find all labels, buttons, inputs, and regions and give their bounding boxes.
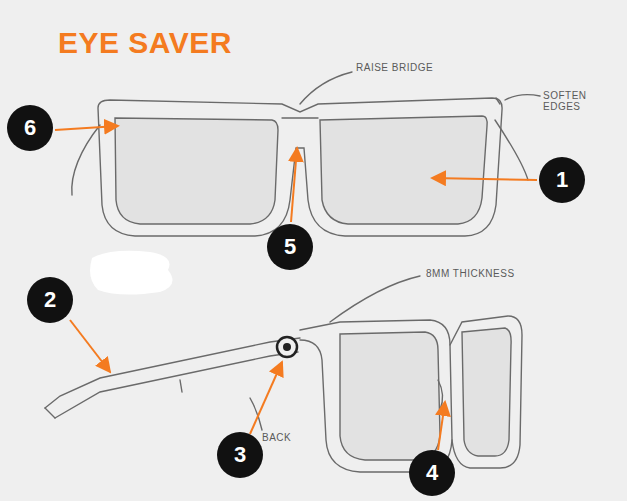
callout-number: 4 [426,460,438,486]
callout-number: 3 [234,442,246,468]
sketch-note: RAISE BRIDGE [356,62,433,73]
sketch-note: 8MM THICKNESS [426,268,515,279]
callout-circle: 4 [409,450,455,496]
sketch-note: BACK [262,432,291,443]
callout-circle: 1 [539,157,585,203]
callout-circle: 5 [267,224,313,270]
callout-number: 5 [284,234,296,260]
callout-number: 1 [556,167,568,193]
callout-number: 6 [24,115,36,141]
diagram-title: EYE SAVER [58,26,232,60]
callout-number: 2 [44,287,56,313]
callout-circle: 3 [217,432,263,478]
callout-circle: 2 [27,277,73,323]
callout-circle: 6 [7,105,53,151]
sketch-note: SOFTEN EDGES [543,90,593,112]
